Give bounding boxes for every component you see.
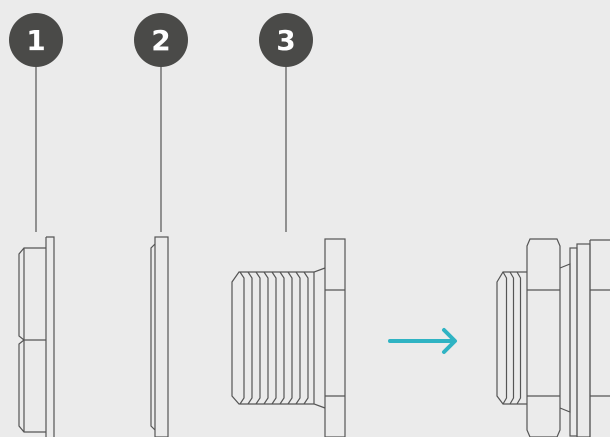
thread-line — [239, 271, 245, 405]
callout-1: 1 — [9, 13, 63, 232]
thread-line — [287, 271, 293, 405]
thread-line — [509, 271, 515, 405]
callout-badge-3 — [259, 13, 313, 67]
thread-line — [255, 271, 261, 405]
thread-line — [516, 271, 522, 405]
assembled-thread — [502, 271, 522, 405]
assembled-fitting — [496, 238, 610, 437]
thread-line — [303, 271, 309, 405]
callout-number-1: 1 — [26, 24, 45, 57]
thread-body — [239, 271, 309, 405]
callout-number-2: 2 — [151, 24, 170, 57]
thread-line — [502, 271, 508, 405]
callout-3: 3 — [259, 13, 313, 232]
thread-line — [295, 271, 301, 405]
thread-line — [271, 271, 277, 405]
callout-badge-1 — [9, 13, 63, 67]
part-threaded-fitting — [231, 238, 346, 437]
part-lock-nut — [18, 236, 55, 437]
callout-number-3: 3 — [276, 24, 295, 57]
thread-line — [279, 271, 285, 405]
thread-line — [263, 271, 269, 405]
callout-2: 2 — [134, 13, 188, 232]
callout-badge-2 — [134, 13, 188, 67]
arrow-right-icon — [388, 328, 457, 354]
thread-line — [247, 271, 253, 405]
part-washer — [150, 236, 169, 437]
